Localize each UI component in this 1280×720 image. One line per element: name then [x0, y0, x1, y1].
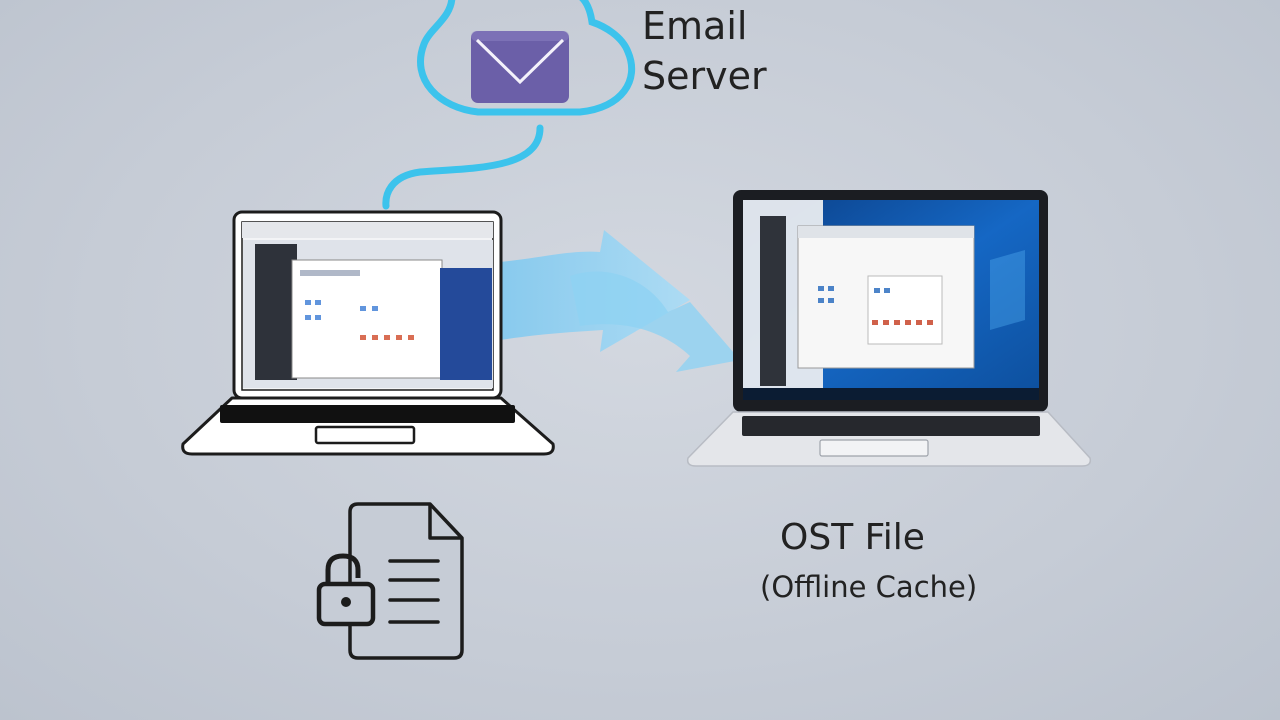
sync-arrow: [500, 230, 740, 372]
padlock-icon: [316, 553, 376, 627]
ost-file-title: OST File: [780, 517, 925, 558]
laptop-left: [181, 210, 555, 456]
cloud-icon: [417, 0, 636, 116]
locked-document-icon: [316, 502, 464, 660]
cloud-connector-line: [382, 124, 544, 210]
email-server-label-line2: Server: [642, 54, 767, 98]
email-server-cloud: [382, 0, 636, 210]
ost-file-subtitle: (Offline Cache): [760, 570, 978, 604]
email-server-label-line1: Email: [642, 4, 748, 48]
laptop-right: [686, 190, 1092, 467]
mail-envelope-icon: [471, 31, 569, 103]
